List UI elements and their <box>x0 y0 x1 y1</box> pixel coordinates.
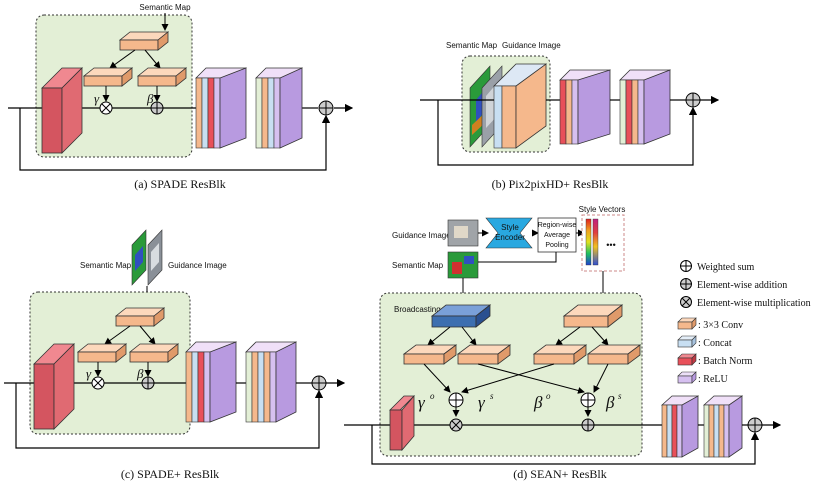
panel-c-caption: (c) SPADE+ ResBlk <box>121 467 219 481</box>
panel-d-batchnorm-block <box>389 394 415 452</box>
panel-d-conv-gamma-s <box>532 344 588 365</box>
panel-d-style-encoder-label-2: Encoder <box>495 233 525 242</box>
panel-c: Semantic Map Guidance Image γ <box>4 229 346 481</box>
legend: Weighted sum Element-wise addition Eleme… <box>677 260 811 385</box>
panel-a-beta: β <box>146 91 154 106</box>
panel-d-style-vector-2 <box>592 218 599 266</box>
panel-d-beta-s: β <box>605 393 615 412</box>
panel-a-caption: (a) SPADE ResBlk <box>134 177 226 191</box>
legend-conv-label: : 3×3 Conv <box>698 320 743 331</box>
panel-c-semantic-map-image <box>131 229 147 286</box>
panel-a-stack-1 <box>195 67 247 149</box>
panel-c-stack-1 <box>185 341 237 423</box>
panel-c-beta: β <box>136 366 144 381</box>
panel-c-batchnorm-block <box>33 343 75 430</box>
panel-d-conv-gamma-o <box>402 344 458 365</box>
panel-d-style-encoder-label-1: Style <box>501 223 519 232</box>
legend-concat-label: : Concat <box>698 338 732 349</box>
panel-b-stack-1 <box>559 69 611 145</box>
panel-d-stack-2 <box>702 395 744 458</box>
panel-d-stack-1 <box>660 395 700 458</box>
legend-addition-label: Element-wise addition <box>697 280 787 291</box>
panel-a-conv-top <box>118 31 170 51</box>
panel-b-caption: (b) Pix2pixHD+ ResBlk <box>492 177 609 191</box>
panel-d: Guidance Image Style Encoder Region-wise… <box>344 205 782 481</box>
panel-d-caption: (d) SEAN+ ResBlk <box>513 467 606 481</box>
panel-a-semantic-map-label: Semantic Map <box>139 3 191 12</box>
panel-d-gamma-o-sup: o <box>430 391 435 401</box>
panel-c-guidance-image <box>147 229 163 286</box>
panel-d-conv-beta-o <box>456 344 512 365</box>
legend-relu-label: : ReLU <box>698 374 728 385</box>
panel-a-conv-gamma <box>82 67 134 87</box>
panel-d-beta-s-sup: s <box>618 391 622 401</box>
panel-b-guidance-image-label: Guidance Image <box>502 41 561 50</box>
legend-relu: : ReLU <box>677 371 728 385</box>
panel-d-conv-style <box>562 304 624 328</box>
panel-d-gamma-s: γ <box>478 393 486 412</box>
panel-d-region-pooling: Region-wise Average Pooling <box>537 217 577 253</box>
legend-weighted-sum: Weighted sum <box>680 260 754 273</box>
panel-b-stack-2 <box>619 69 671 145</box>
panel-c-conv-top <box>114 307 166 327</box>
panel-a-stack-2 <box>255 67 303 149</box>
panel-d-beta-o: β <box>533 393 543 412</box>
legend-batch-norm-label: : Batch Norm <box>698 356 753 367</box>
legend-concat: : Concat <box>677 335 732 349</box>
legend-conv: : 3×3 Conv <box>677 317 743 331</box>
panel-a: Semantic Map γ β <box>8 3 354 191</box>
panel-d-gamma-s-sup: s <box>490 391 494 401</box>
panel-d-style-vector-1 <box>585 218 592 266</box>
legend-element-wise-addition: Element-wise addition <box>680 278 787 291</box>
panel-d-guidance-image-label: Guidance Image <box>392 231 451 240</box>
panel-b-concat-block <box>493 63 547 149</box>
panel-b: Semantic Map Guidance Image <box>420 41 720 191</box>
panel-d-gamma-o: γ <box>418 393 426 412</box>
panel-d-broadcast-block <box>430 304 492 328</box>
panel-c-conv-beta <box>128 343 180 363</box>
panel-a-conv-beta <box>136 67 188 87</box>
panel-d-pooling-label-1: Region-wise <box>538 222 577 229</box>
panel-d-green-box <box>379 292 643 457</box>
panel-d-broadcasting-label: Broadcasting <box>394 305 441 314</box>
panel-d-beta-o-sup: o <box>546 391 551 401</box>
panel-d-pooling-label-2: Average <box>544 232 570 239</box>
panel-d-conv-beta-s <box>586 344 642 365</box>
panel-c-stack-2 <box>245 341 297 423</box>
panel-c-conv-gamma <box>76 343 128 363</box>
panel-b-semantic-map-label: Semantic Map <box>446 41 498 50</box>
panel-a-gamma: γ <box>94 91 100 106</box>
panel-c-semantic-map-label: Semantic Map <box>80 261 132 270</box>
legend-weighted-sum-label: Weighted sum <box>697 262 754 273</box>
panel-d-semantic-map-image <box>447 251 479 279</box>
panel-a-batchnorm-block <box>41 67 83 154</box>
legend-batch-norm: : Batch Norm <box>677 353 753 367</box>
panel-d-pooling-label-3: Pooling <box>545 242 568 249</box>
panel-d-style-vectors-label: Style Vectors <box>579 205 626 214</box>
panel-c-gamma: γ <box>86 366 92 381</box>
legend-multiplication-label: Element-wise multiplication <box>697 298 811 309</box>
panel-d-semantic-map-label: Semantic Map <box>392 261 444 270</box>
panel-d-style-vector-ellipsis: ••• <box>606 240 615 250</box>
legend-element-wise-multiplication: Element-wise multiplication <box>680 296 811 309</box>
panel-c-guidance-image-label: Guidance Image <box>168 261 227 270</box>
panel-d-style-encoder: Style Encoder <box>485 217 533 249</box>
